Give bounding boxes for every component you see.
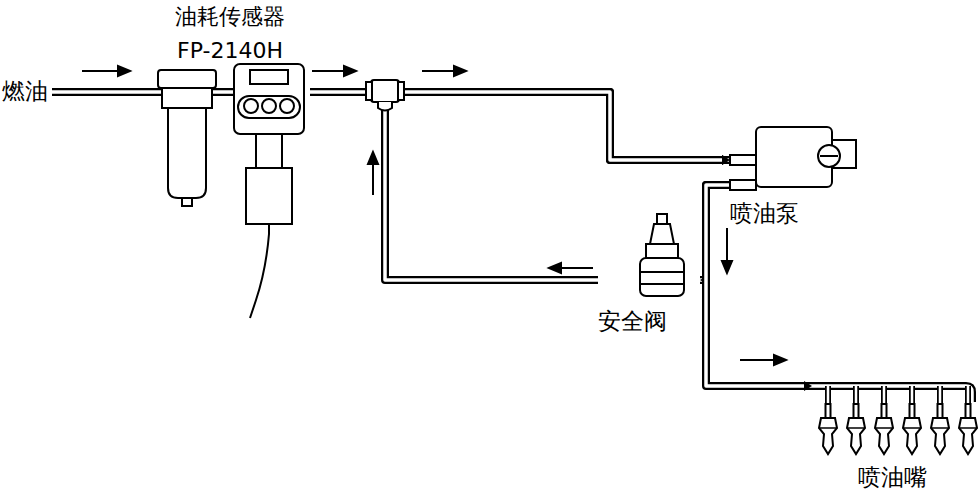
pump-node: 喷油泵 (730, 120, 862, 232)
title-label: 油耗传感器 (175, 4, 285, 29)
component-label: 安全阀 (598, 308, 667, 334)
flow-arrows (82, 66, 786, 365)
valve-node: 安全阀 (598, 208, 700, 342)
sensor-node: 油耗传感器 FP-2140H (150, 2, 310, 238)
tee-fitting (366, 80, 404, 111)
nozzle-manifold (812, 386, 977, 454)
fuel-pipe (310, 92, 730, 165)
injection-pump (730, 127, 856, 190)
fuel-pipe (706, 185, 812, 391)
nozzle-node: 喷油嘴 (812, 376, 976, 494)
fuel-pipe (385, 92, 730, 280)
model-label: FP-2140H (177, 38, 283, 63)
safety-valve (640, 214, 684, 296)
component-label: 喷油嘴 (858, 464, 927, 490)
fuel-filter (158, 70, 216, 206)
fuel-flow-sensor (234, 64, 304, 318)
inlet-label: 燃油 (2, 78, 48, 104)
component-label: 喷油泵 (730, 200, 799, 226)
